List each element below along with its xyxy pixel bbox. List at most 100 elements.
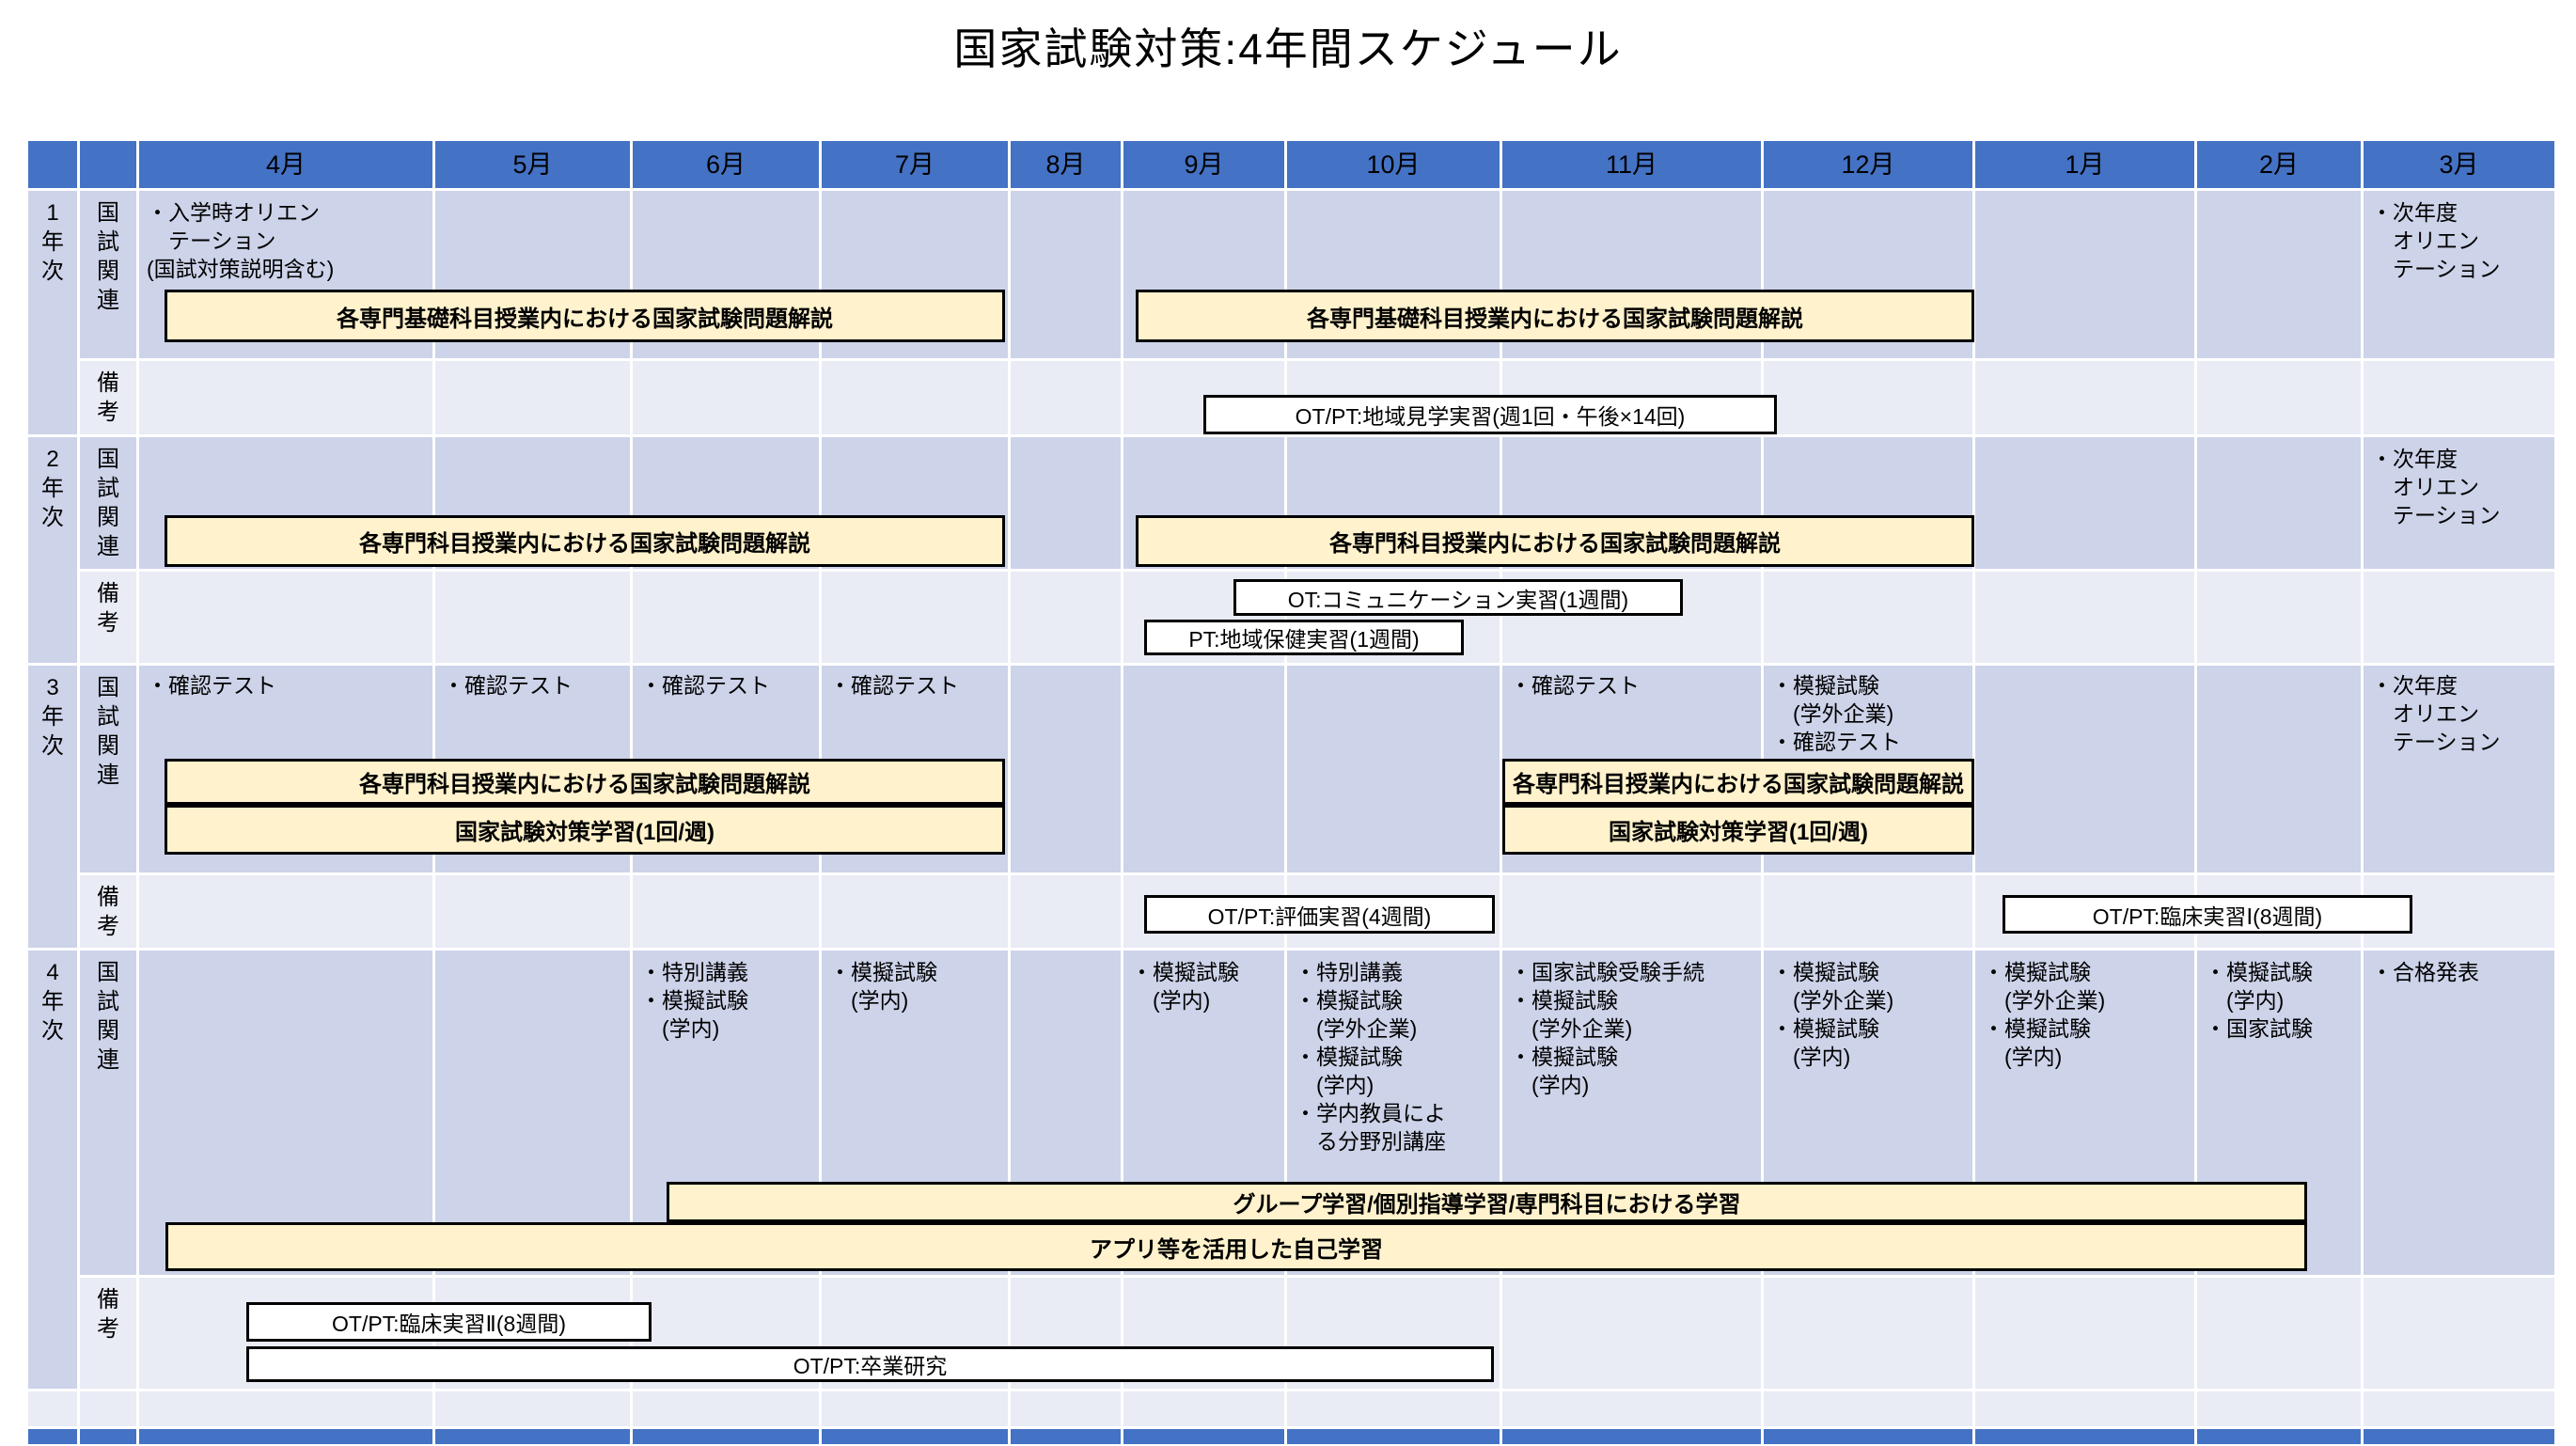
year-1-kokushi-label: 国試関連 bbox=[80, 191, 136, 358]
grid-cell bbox=[2364, 1391, 2554, 1426]
grid-cell bbox=[28, 141, 77, 188]
y3-may-note: ・確認テスト bbox=[443, 673, 573, 698]
grid-cell bbox=[633, 1391, 819, 1426]
grid-cell bbox=[1011, 437, 1121, 569]
grid-cell bbox=[139, 361, 432, 434]
month-header-dec: 12月 bbox=[1841, 150, 1895, 179]
grid-cell bbox=[139, 951, 432, 1275]
grid-cell bbox=[1123, 1429, 1284, 1444]
grid-cell bbox=[1123, 1391, 1284, 1426]
grid-cell bbox=[1975, 666, 2194, 872]
month-header-sep: 9月 bbox=[1184, 150, 1224, 179]
grid-cell bbox=[80, 1429, 136, 1444]
y4-feb-note: ・模擬試験 (学内) ・国家試験 bbox=[2205, 960, 2313, 1041]
grid-cell bbox=[1287, 141, 1500, 188]
grid-cell bbox=[2364, 1278, 2554, 1389]
grid-cell bbox=[1011, 141, 1121, 188]
page-title: 国家試験対策:4年間スケジュール bbox=[953, 24, 1623, 73]
grid-cell bbox=[633, 361, 819, 434]
grid-cell bbox=[2364, 361, 2554, 434]
year-3-kokushi-label: 国試関連 bbox=[80, 666, 136, 872]
y4-dec-note: ・模擬試験 (学外企業) ・模擬試験 (学内) bbox=[1771, 960, 1894, 1069]
grid-cell bbox=[1287, 1391, 1500, 1426]
grid-cell bbox=[139, 1391, 432, 1426]
y4-nov-note: ・国家試験受験手続 ・模擬試験 (学外企業) ・模擬試験 (学内) bbox=[1510, 960, 1704, 1097]
grid-cell bbox=[2364, 141, 2554, 188]
grid-cell bbox=[2197, 437, 2361, 569]
y3-bar-gakushu-right: 国家試験対策学習(1回/週) bbox=[1502, 805, 1974, 855]
y4-jul-note: ・模擬試験 (学内) bbox=[829, 960, 937, 1013]
y4-box-sotsugyo: OT/PT:卒業研究 bbox=[246, 1346, 1494, 1382]
month-header-may: 5月 bbox=[512, 150, 553, 179]
y4-bar-group: グループ学習/個別指導学習/専門科目における学習 bbox=[667, 1182, 2307, 1222]
grid-cell bbox=[1975, 361, 2194, 434]
month-header-jan: 1月 bbox=[2065, 150, 2105, 179]
grid-cell bbox=[139, 572, 432, 663]
y3-mar-note: ・次年度 オリエン テーション bbox=[2371, 673, 2501, 754]
grid-cell bbox=[1502, 1391, 1761, 1426]
grid-cell bbox=[2364, 666, 2554, 872]
month-header-apr: 4月 bbox=[265, 150, 306, 179]
grid-cell bbox=[633, 141, 819, 188]
year-4-label: 4年次 bbox=[28, 951, 77, 1389]
month-header-oct: 10月 bbox=[1366, 150, 1421, 179]
year-1-label: 1年次 bbox=[28, 191, 77, 434]
y4-mar-note: ・合格発表 bbox=[2371, 960, 2479, 984]
grid-cell bbox=[633, 875, 819, 948]
y3-box-hyoka: OT/PT:評価実習(4週間) bbox=[1144, 895, 1495, 934]
grid-cell bbox=[435, 361, 630, 434]
grid-cell bbox=[1502, 875, 1761, 948]
grid-cell bbox=[2197, 1278, 2361, 1389]
y4-oct-note: ・特別講義 ・模擬試験 (学外企業) ・模擬試験 (学内) ・学内教員によ る分… bbox=[1295, 960, 1446, 1154]
grid-cell bbox=[2364, 1429, 2554, 1444]
grid-cell bbox=[2197, 1391, 2361, 1426]
grid-cell bbox=[1764, 1391, 1972, 1426]
y2-bar-senmon-left: 各専門科目授業内における国家試験問題解説 bbox=[165, 515, 1005, 567]
grid-cell bbox=[1123, 141, 1284, 188]
grid-cell bbox=[1975, 437, 2194, 569]
grid-cell bbox=[435, 951, 630, 1275]
y3-jul-note: ・確認テスト bbox=[829, 673, 959, 698]
grid-cell bbox=[2197, 572, 2361, 663]
grid-cell bbox=[1011, 1391, 1121, 1426]
month-header-mar: 3月 bbox=[2439, 150, 2479, 179]
grid-cell bbox=[1764, 875, 1972, 948]
month-header-nov: 11月 bbox=[1605, 150, 1658, 179]
y4-jun-note: ・特別講義 ・模擬試験 (学内) bbox=[640, 960, 748, 1041]
grid-cell bbox=[822, 572, 1008, 663]
grid-cell bbox=[2197, 141, 2361, 188]
year-3-label: 3年次 bbox=[28, 666, 77, 948]
grid-cell bbox=[1764, 1429, 1972, 1444]
grid-cell bbox=[2197, 1429, 2361, 1444]
grid-cell bbox=[2364, 951, 2554, 1275]
grid-cell bbox=[2197, 361, 2361, 434]
year-2-label: 2年次 bbox=[28, 437, 77, 663]
y2-mar-note: ・次年度 オリエン テーション bbox=[2371, 447, 2501, 527]
grid-cell bbox=[2364, 191, 2554, 358]
year-4-biko-label: 備考 bbox=[80, 1278, 136, 1389]
y3-dec-note: ・模擬試験 (学外企業) ・確認テスト bbox=[1771, 673, 1901, 754]
grid-cell bbox=[435, 1429, 630, 1444]
grid-cell bbox=[822, 1391, 1008, 1426]
grid-cell bbox=[1975, 141, 2194, 188]
grid-cell bbox=[1011, 666, 1121, 872]
y1-box-kengaku: OT/PT:地域見学実習(週1回・午後×14回) bbox=[1203, 395, 1777, 434]
grid-cell bbox=[1011, 875, 1121, 948]
grid-cell bbox=[1764, 361, 1972, 434]
y3-box-rinsho1: OT/PT:臨床実習Ⅰ(8週間) bbox=[2003, 895, 2412, 934]
y3-bar-kaisetsu-right: 各専門科目授業内における国家試験問題解説 bbox=[1502, 759, 1974, 805]
year-2-biko-label: 備考 bbox=[80, 572, 136, 663]
grid-cell bbox=[435, 1391, 630, 1426]
y4-sep-note: ・模擬試験 (学内) bbox=[1131, 960, 1239, 1013]
y3-bar-gakushu-left: 国家試験対策学習(1回/週) bbox=[165, 805, 1005, 855]
grid-cell bbox=[80, 141, 136, 188]
grid-cell bbox=[28, 1391, 77, 1426]
grid-cell bbox=[1975, 572, 2194, 663]
month-header-aug: 8月 bbox=[1045, 150, 1086, 179]
grid-cell bbox=[1502, 1278, 1761, 1389]
y3-jun-note: ・確認テスト bbox=[640, 673, 770, 698]
grid-cell bbox=[2197, 666, 2361, 872]
grid-cell bbox=[80, 1391, 136, 1426]
y1-bar-kiso-left: 各専門基礎科目授業内における国家試験問題解説 bbox=[165, 290, 1005, 342]
